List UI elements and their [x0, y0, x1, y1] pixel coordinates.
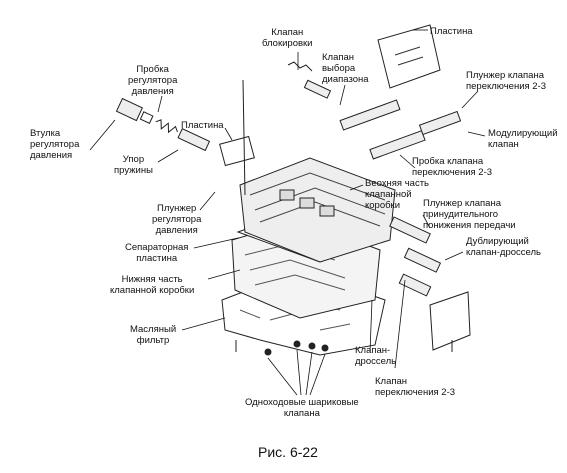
label-downshift-plunger: Плунжер клапана принудительного понижени…: [423, 198, 516, 231]
label-oil-filter: Масляный фильтр: [130, 324, 177, 346]
label-pressure-regulator-bushing: Втулка регулятора давления: [30, 128, 80, 161]
label-modulator-valve: Модулирующий клапан: [488, 128, 558, 150]
top-right-plate: [377, 24, 441, 89]
left-plate: [219, 135, 255, 167]
label-plate-left: Пластина: [181, 120, 224, 131]
long-bolt: [242, 79, 246, 196]
label-range-select-valve: Клапан выбора диапазона: [322, 52, 369, 85]
label-plate-top: Пластина: [430, 26, 473, 37]
label-lower-valve-body: Нижняя часть клапанной коробки: [110, 274, 195, 296]
label-2-3-shift-valve: Клапан переключения 2-3: [375, 376, 456, 398]
label-throttle-valve: Клапан- дроссель: [355, 345, 397, 367]
bottom-right-plate: [429, 291, 471, 351]
valve-spools-right: [389, 216, 442, 297]
label-pressure-regulator-plunger: Плунжер регулятора давления: [152, 203, 202, 236]
valve-spools-top: [287, 61, 462, 160]
label-2-3-shift-plunger: Плунжер клапана переключения 2-3: [466, 70, 547, 92]
figure-caption: Рис. 6-22: [258, 444, 318, 460]
label-upper-valve-body: Веохняя часть клапанной коробки: [365, 178, 430, 211]
label-spring-stop: Упор пружины: [114, 154, 153, 176]
label-pressure-regulator-plug: Пробка регулятора давления: [128, 64, 178, 97]
label-2-3-shift-valve-plug: Пробка клапана переключения 2-3: [412, 156, 493, 178]
check-balls: [264, 340, 329, 356]
pressure-regulator-parts: [115, 97, 211, 152]
label-backup-throttle-valve: Дублирующий клапан-дроссель: [466, 236, 541, 258]
label-check-balls: Одноходовые шариковые клапана: [245, 397, 359, 419]
label-separator-plate: Сепараторная пластина: [125, 242, 189, 264]
label-lockup-valve: Клапан блокировки: [262, 27, 313, 49]
